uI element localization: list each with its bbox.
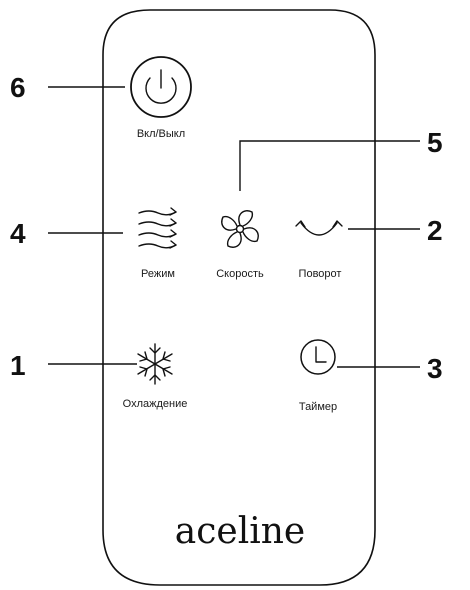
snowflake-icon bbox=[137, 343, 173, 385]
power-icon bbox=[130, 56, 192, 118]
cooling-button[interactable]: Охлаждение bbox=[123, 343, 188, 410]
callout-number-6: 6 bbox=[10, 72, 26, 103]
mode-button[interactable]: Режим bbox=[138, 207, 177, 280]
brand-logo: aceline bbox=[175, 511, 305, 552]
callout-number-2: 2 bbox=[427, 215, 443, 246]
remote-body-outline bbox=[102, 9, 376, 586]
speed-button-label: Скорость bbox=[216, 268, 264, 280]
callout-number-1: 1 bbox=[10, 350, 26, 381]
cooling-button-label: Охлаждение bbox=[123, 398, 188, 410]
callout-number-3: 3 bbox=[427, 353, 443, 384]
power-button[interactable]: Вкл/Выкл bbox=[130, 56, 192, 140]
clock-icon bbox=[300, 339, 336, 375]
timer-button[interactable]: Таймер bbox=[299, 339, 337, 413]
leader-line-5 bbox=[239, 140, 420, 191]
rotate-arc-icon bbox=[295, 220, 343, 236]
timer-button-label: Таймер bbox=[299, 401, 337, 413]
fan-icon bbox=[221, 210, 259, 248]
callout-number-5: 5 bbox=[427, 127, 443, 158]
mode-button-label: Режим bbox=[141, 268, 175, 280]
rotate-button-label: Поворот bbox=[299, 268, 342, 280]
callout-number-4: 4 bbox=[10, 218, 26, 249]
wind-waves-icon bbox=[138, 207, 177, 249]
rotate-button[interactable]: Поворот bbox=[295, 220, 343, 280]
speed-button[interactable]: Скорость bbox=[216, 210, 264, 280]
power-button-label: Вкл/Выкл bbox=[137, 128, 185, 140]
